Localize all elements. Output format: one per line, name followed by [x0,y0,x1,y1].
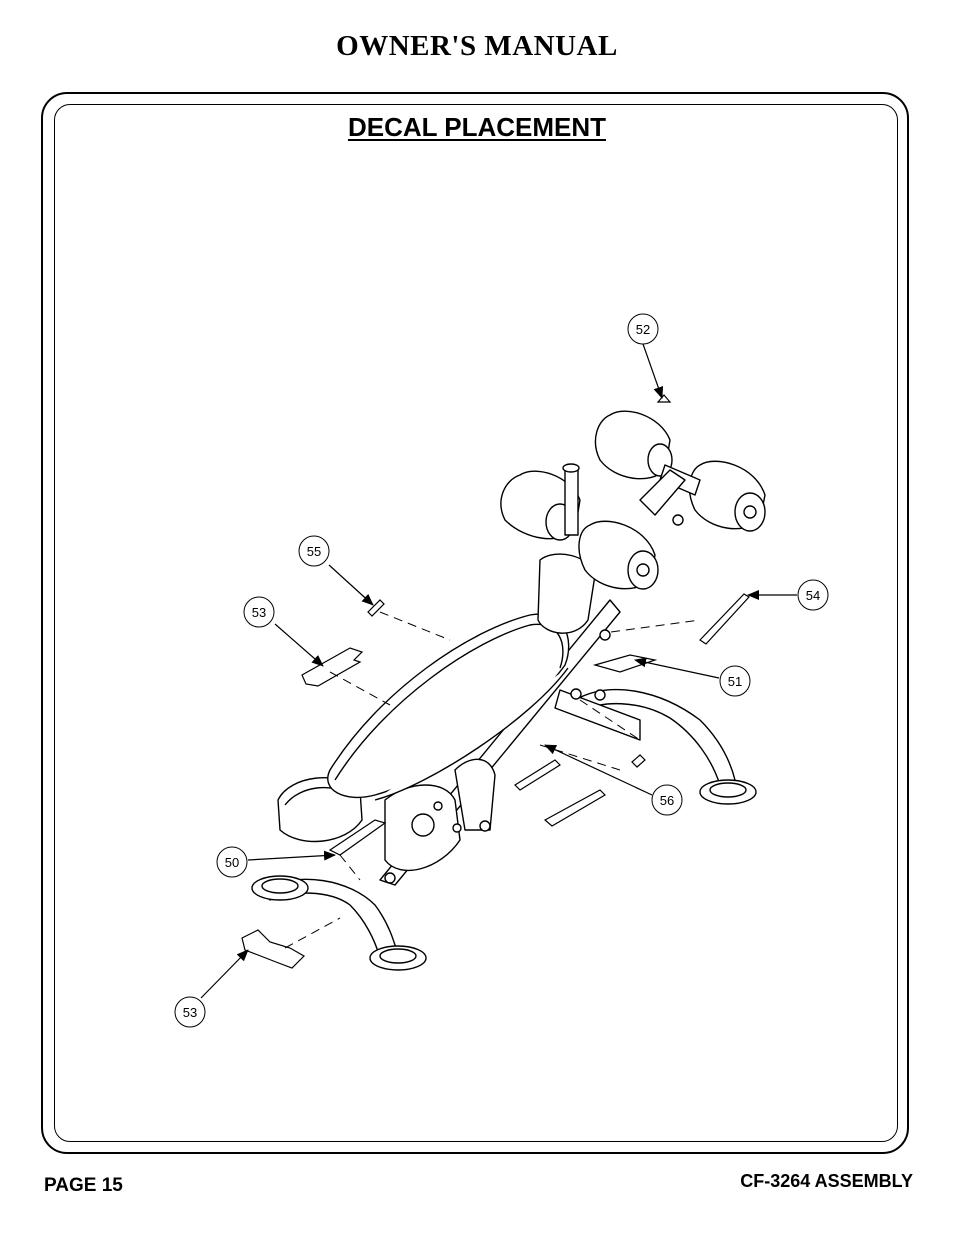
decal-54 [699,593,750,645]
callout-54-label: 54 [806,588,820,603]
section-title: DECAL PLACEMENT [0,112,954,143]
callout-52: 52 [627,313,659,345]
callout-51: 51 [719,665,751,697]
callout-50: 50 [216,846,248,878]
section-title-text: DECAL PLACEMENT [347,112,607,142]
decal-55 [367,599,385,617]
leader-lines [200,343,797,999]
callout-53-top: 53 [243,596,275,628]
decal-53-top [301,647,364,687]
callout-53-top-label: 53 [252,605,266,620]
decal-56c [631,754,646,768]
bench-illustration [251,410,766,971]
decal-51 [592,654,658,673]
callout-55-label: 55 [307,544,321,559]
decal-56b [543,789,606,827]
callout-55: 55 [298,535,330,567]
callouts: 52 55 53 54 51 56 50 53 [174,313,829,1028]
page-number: PAGE 15 [44,1175,123,1196]
callout-50-label: 50 [225,855,239,870]
callout-52-label: 52 [636,322,650,337]
decals [241,394,750,969]
callout-53-bottom-label: 53 [183,1005,197,1020]
content-frame-outer [41,92,909,1154]
decal-53-bottom [241,929,305,969]
placement-lines [284,611,701,949]
callout-56: 56 [651,784,683,816]
callout-54: 54 [797,579,829,611]
callout-53-bottom: 53 [174,996,206,1028]
callout-56-label: 56 [660,793,674,808]
model-assembly-label: CF-3264 ASSEMBLY [740,1171,913,1191]
decal-50 [328,819,387,856]
decal-56a [514,759,561,791]
content-frame-inner [54,104,898,1142]
manual-title: OWNER'S MANUAL [336,30,618,62]
decal-52 [656,394,672,403]
callout-51-label: 51 [728,674,742,689]
